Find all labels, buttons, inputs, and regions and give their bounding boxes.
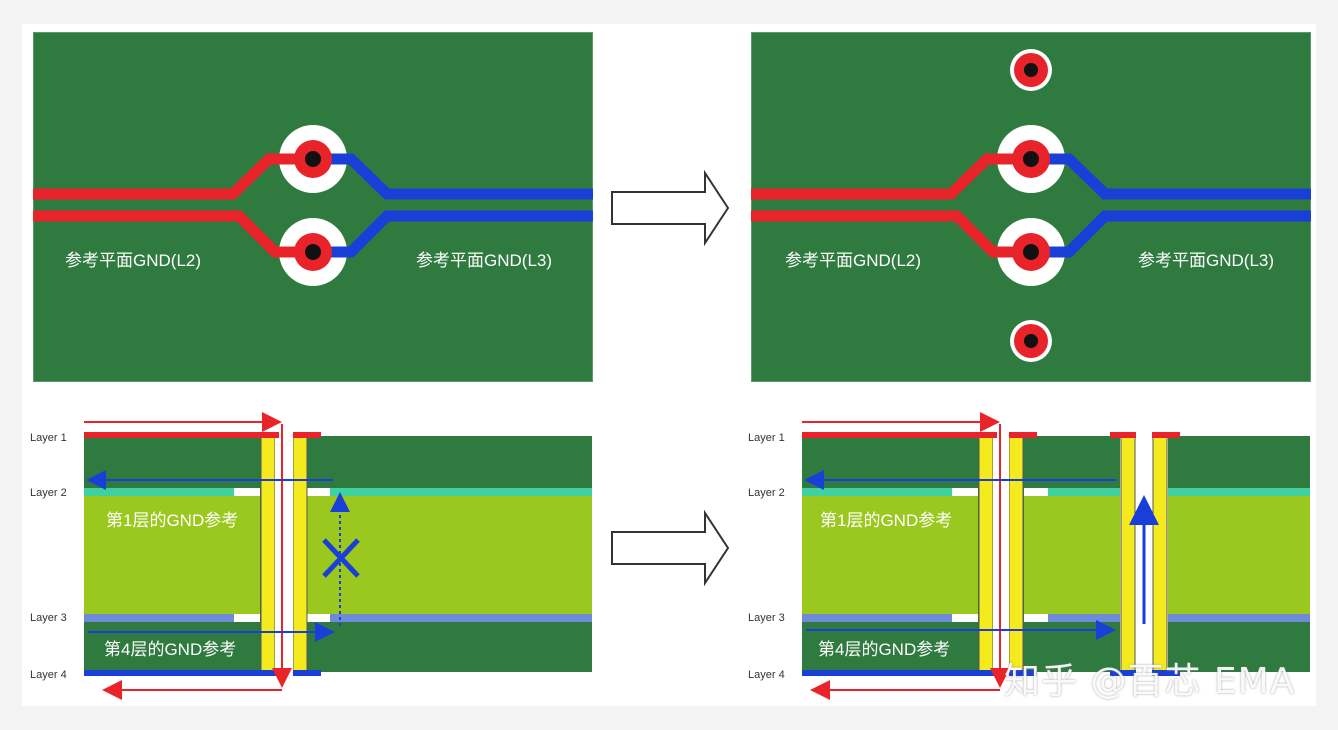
label-ref-layer4: 第4层的GND参考 bbox=[818, 640, 950, 659]
cross-section-before: Layer 1 Layer 2 Layer 3 Layer 4 第1层的GND参… bbox=[30, 412, 592, 700]
signal-trace-layer1 bbox=[802, 432, 997, 438]
signal-trace-layer1 bbox=[84, 432, 279, 438]
top-view-after: 参考平面GND(L2) 参考平面GND(L3) bbox=[751, 32, 1311, 382]
via-hole bbox=[1023, 244, 1039, 260]
gnd-via-pad bbox=[1152, 432, 1180, 438]
top-view-before: 参考平面GND(L2) 参考平面GND(L3) bbox=[33, 32, 593, 382]
blocked-x-icon bbox=[322, 538, 360, 578]
layer-label: Layer 2 bbox=[30, 487, 67, 499]
red-trace-top bbox=[751, 153, 1031, 200]
prepreg-bottom bbox=[84, 622, 592, 672]
layer-label: Layer 4 bbox=[748, 669, 785, 681]
label-ref-layer1: 第1层的GND参考 bbox=[820, 511, 952, 530]
label-gnd-l2: 参考平面GND(L2) bbox=[65, 251, 201, 270]
gnd-via-pad bbox=[1152, 670, 1180, 676]
gnd-via-plating-right bbox=[1152, 435, 1168, 673]
layer-label: Layer 3 bbox=[748, 612, 785, 624]
via-pad-bottom bbox=[1009, 670, 1037, 676]
via-plating-right bbox=[1008, 435, 1024, 673]
layer-label: Layer 1 bbox=[30, 432, 67, 444]
gnd-via-pad bbox=[1110, 670, 1136, 676]
via-hole bbox=[1024, 63, 1038, 77]
via-plating-left bbox=[260, 435, 276, 673]
gnd-plane-l2 bbox=[330, 488, 592, 496]
label-ref-layer1: 第1层的GND参考 bbox=[106, 511, 238, 530]
cross-section-after: Layer 1 Layer 2 Layer 3 Layer 4 第1层的GND参… bbox=[748, 412, 1310, 700]
label-gnd-l3: 参考平面GND(L3) bbox=[416, 251, 552, 270]
watermark: 知乎 @百芯 EMA bbox=[1004, 661, 1296, 702]
label-gnd-l2: 参考平面GND(L2) bbox=[785, 251, 921, 270]
gnd-plane-l3 bbox=[1048, 614, 1122, 622]
layer-label: Layer 4 bbox=[30, 669, 67, 681]
core-dielectric bbox=[802, 496, 1310, 614]
gnd-plane-l2 bbox=[1048, 488, 1122, 496]
gnd-via-plating-left bbox=[1120, 435, 1136, 673]
pcb-board bbox=[33, 32, 593, 382]
gnd-plane-l3 bbox=[1166, 614, 1310, 622]
red-trace-top bbox=[33, 153, 313, 200]
via-hole bbox=[275, 436, 293, 672]
via-pad-bottom bbox=[293, 670, 321, 676]
layer-label: Layer 2 bbox=[748, 487, 785, 499]
via-hole bbox=[305, 151, 321, 167]
signal-trace-layer4 bbox=[84, 670, 279, 676]
arrow-right-icon bbox=[611, 510, 730, 586]
gnd-plane-l3 bbox=[802, 614, 952, 622]
via-hole bbox=[305, 244, 321, 260]
layer-label: Layer 1 bbox=[748, 432, 785, 444]
via-pad-top bbox=[293, 432, 321, 438]
gnd-via-pad bbox=[1110, 432, 1136, 438]
signal-trace-layer4 bbox=[802, 670, 997, 676]
gnd-plane-l2 bbox=[1166, 488, 1310, 496]
layer-label: Layer 3 bbox=[30, 612, 67, 624]
via-hole bbox=[1024, 334, 1038, 348]
via-pad-top bbox=[1009, 432, 1037, 438]
via-plating-right bbox=[292, 435, 308, 673]
label-ref-layer4: 第4层的GND参考 bbox=[104, 640, 236, 659]
gnd-plane-l2 bbox=[802, 488, 952, 496]
gnd-plane-l3 bbox=[84, 614, 234, 622]
arrow-right-icon bbox=[611, 170, 730, 246]
via-hole bbox=[1023, 151, 1039, 167]
gnd-plane-l3 bbox=[330, 614, 592, 622]
gnd-plane-l2 bbox=[84, 488, 234, 496]
via-plating-left bbox=[978, 435, 994, 673]
label-gnd-l3: 参考平面GND(L3) bbox=[1138, 251, 1274, 270]
